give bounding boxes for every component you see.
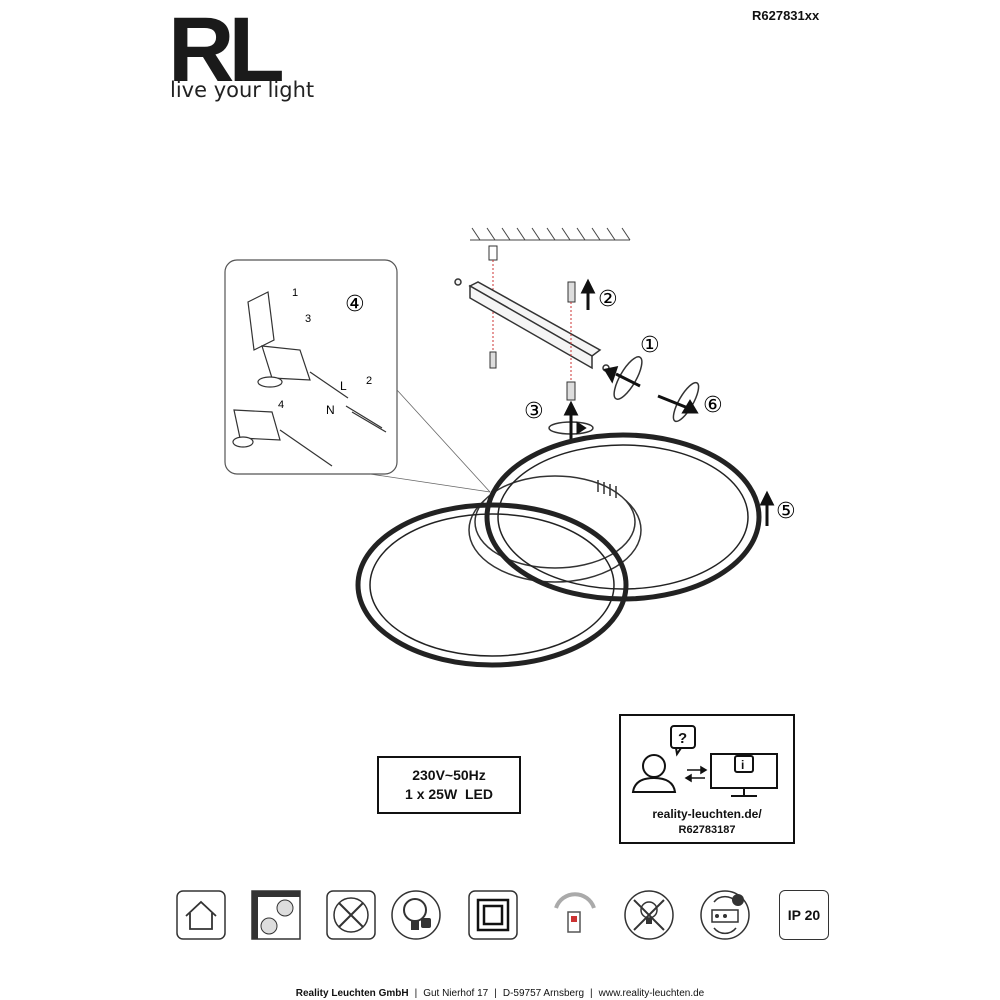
indoor-use-icon bbox=[176, 890, 226, 940]
svg-text:i: i bbox=[741, 758, 744, 772]
detail-neutral-label: N bbox=[326, 403, 335, 417]
arrow-step-1 bbox=[603, 366, 641, 388]
detail-step-1: 1 bbox=[292, 287, 298, 299]
footer-web[interactable]: www.reality-leuchten.de bbox=[598, 988, 705, 999]
step-number-5: ⑤ bbox=[776, 499, 796, 524]
detail-step-3: 3 bbox=[305, 313, 311, 325]
recycling-electronics-icon bbox=[700, 890, 750, 940]
lamp-ring-front bbox=[484, 432, 762, 602]
question-bubble-icon: ? bbox=[670, 725, 696, 757]
arrow-up-5 bbox=[759, 490, 775, 526]
ceiling-hatch bbox=[470, 227, 631, 241]
non-replaceable-led-icon bbox=[391, 890, 441, 940]
model-code: R627831xx bbox=[752, 8, 820, 23]
step-number-1: ① bbox=[640, 333, 660, 358]
ip-rating-badge: IP 20 bbox=[779, 890, 829, 940]
assembly-diagram: ② ① ⑥ ③ ⑤ bbox=[224, 227, 796, 668]
step-number-4: ④ bbox=[345, 292, 365, 317]
detail-wire-step: 2 bbox=[366, 375, 372, 387]
ceiling-mount-icon bbox=[251, 890, 301, 940]
support-illustration: ? i bbox=[631, 725, 778, 797]
detail-step-4: 4 bbox=[278, 399, 284, 411]
svg-text:?: ? bbox=[678, 730, 687, 747]
step-number-2: ② bbox=[598, 287, 618, 312]
footer: Reality Leuchten GmbH|Gut Nierhof 17|D-5… bbox=[295, 988, 705, 999]
dimmer-switch-icon bbox=[554, 892, 596, 933]
mounting-bracket bbox=[454, 278, 602, 370]
support-info-box: ? i reality-leuchten.de/ R62783187 bbox=[619, 714, 795, 844]
no-household-waste-icon bbox=[624, 890, 674, 940]
detail-live-label: L bbox=[340, 379, 347, 393]
protection-class-icon bbox=[468, 890, 518, 940]
brand-tagline: live your light bbox=[170, 78, 315, 102]
support-url[interactable]: reality-leuchten.de/ bbox=[652, 807, 762, 821]
arrow-step-6 bbox=[657, 394, 699, 414]
electrical-spec-box: 230V~50Hz 1 x 25W LED bbox=[377, 756, 521, 814]
lamp-base bbox=[468, 475, 642, 583]
spec-voltage: 230V~50Hz bbox=[412, 767, 486, 783]
footer-company: Reality Leuchten GmbH bbox=[295, 988, 409, 999]
footer-street: Gut Nierhof 17 bbox=[423, 988, 489, 999]
screw-2 bbox=[566, 281, 576, 401]
not-for-insulated-ceiling-icon bbox=[326, 890, 376, 940]
footer-city: D-59757 Arnsberg bbox=[502, 988, 585, 999]
monitor-info-icon: i bbox=[710, 753, 778, 797]
arrow-up-2 bbox=[580, 278, 596, 310]
arrow-up-3 bbox=[563, 400, 587, 440]
support-code: R62783187 bbox=[678, 824, 736, 836]
wiring-detail-panel: 1 3 4 L N 2 ④ bbox=[224, 259, 491, 493]
lamp-ring-rear bbox=[355, 502, 629, 668]
step-number-6: ⑥ bbox=[703, 393, 723, 418]
spec-power: 1 x 25W LED bbox=[405, 786, 493, 802]
person-icon bbox=[631, 754, 677, 793]
step-number-3: ③ bbox=[524, 399, 544, 424]
brand-logo: RL bbox=[168, 0, 285, 101]
exchange-arrows-icon bbox=[684, 765, 708, 783]
